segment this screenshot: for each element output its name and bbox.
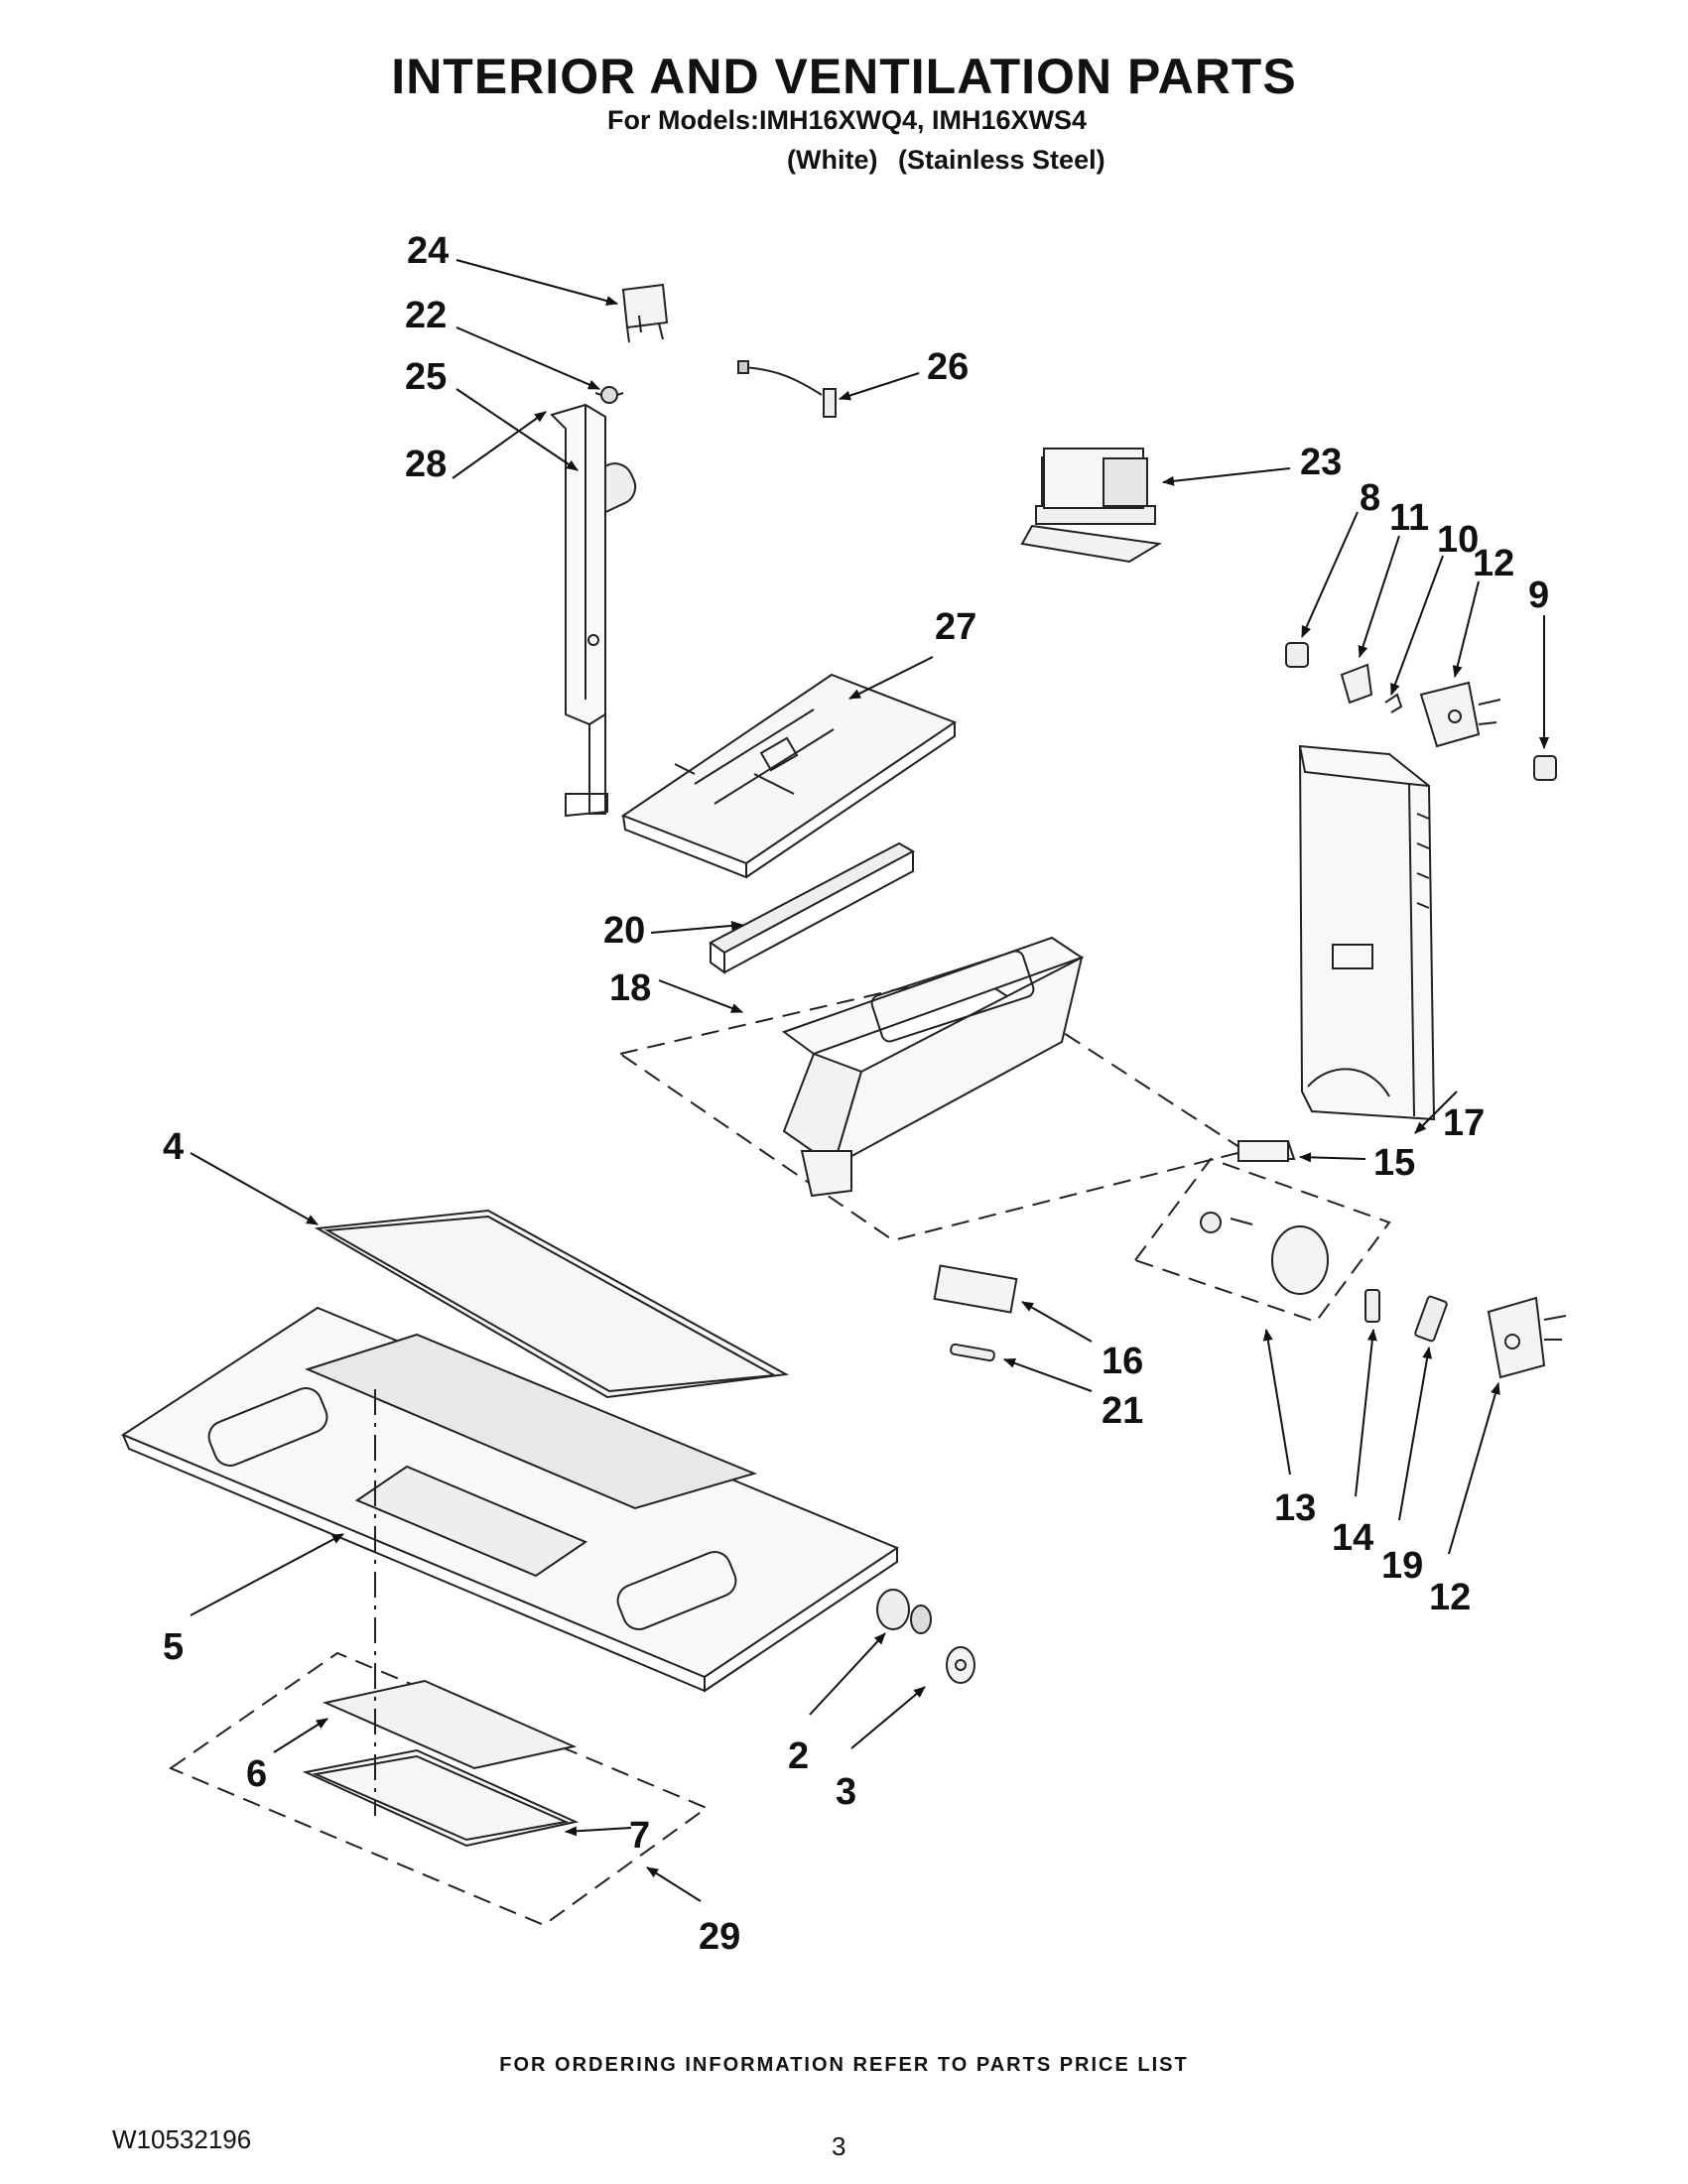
callout-7: 7 [629, 1815, 650, 1857]
callout-23: 23 [1300, 442, 1342, 483]
callout-6: 6 [246, 1753, 267, 1795]
page-number: 3 [832, 2131, 846, 2161]
callout-4: 4 [163, 1126, 184, 1168]
callout-12-lower: 12 [1429, 1577, 1471, 1618]
leader-12b [1448, 1382, 1500, 1555]
callout-14: 14 [1332, 1517, 1373, 1559]
leader-12a [1452, 580, 1480, 678]
leader-13 [1262, 1329, 1291, 1476]
leader-26 [839, 372, 920, 401]
motor-part-3 [946, 1646, 975, 1684]
spring-part-10 [1384, 693, 1403, 713]
callout-25: 25 [405, 356, 447, 398]
callout-11: 11 [1389, 497, 1429, 539]
callout-5: 5 [163, 1626, 184, 1668]
bracket-part-16 [933, 1264, 1018, 1314]
callout-18: 18 [609, 967, 651, 1009]
switch-part-19 [1414, 1295, 1448, 1343]
leader-17 [1414, 1091, 1458, 1134]
callout-3: 3 [836, 1771, 856, 1813]
callout-27: 27 [935, 606, 976, 648]
document-number: W10532196 [112, 2124, 252, 2154]
callout-21: 21 [1102, 1390, 1143, 1432]
leader-11 [1358, 535, 1400, 658]
motor-gear-assembly-part [1133, 1157, 1391, 1324]
transformer-part [1020, 448, 1162, 564]
leader-2 [809, 1632, 886, 1716]
callout-15: 15 [1373, 1142, 1415, 1184]
leader-29 [646, 1866, 702, 1902]
latch-part-12-lower [1487, 1296, 1567, 1379]
sensor-wire-part [737, 360, 837, 418]
pin-part-21 [950, 1343, 995, 1362]
callout-9: 9 [1528, 575, 1549, 616]
callout-8: 8 [1360, 477, 1380, 519]
switch-part-9 [1533, 755, 1557, 781]
leader-22 [455, 326, 600, 390]
seal-strip-part [709, 841, 916, 974]
bracket-part [550, 403, 608, 818]
leader-27 [848, 656, 934, 700]
bottom-plate-part [120, 1306, 900, 1693]
leader-19 [1398, 1347, 1433, 1521]
callout-22: 22 [405, 295, 447, 336]
callout-26: 26 [927, 346, 969, 388]
leader-4 [190, 1152, 319, 1225]
leader-7 [565, 1826, 632, 1837]
leader-5 [190, 1533, 344, 1616]
filter-panel-part [314, 1209, 790, 1399]
leader-23 [1162, 467, 1291, 486]
callout-12-upper: 12 [1473, 543, 1514, 584]
page-title: INTERIOR AND VENTILATION PARTS [391, 49, 1297, 104]
callout-29: 29 [699, 1916, 740, 1958]
callout-16: 16 [1102, 1341, 1143, 1382]
air-guide-assembly-part [617, 936, 1248, 1242]
leader-21 [1003, 1358, 1093, 1392]
wire-cover-part [1236, 1140, 1296, 1162]
leader-16 [1021, 1301, 1093, 1343]
switch-part-14 [1364, 1289, 1380, 1323]
latch-part-12-upper [1419, 681, 1501, 748]
leader-3 [850, 1686, 926, 1749]
leader-10 [1390, 555, 1444, 696]
leader-18 [658, 979, 743, 1013]
variant-white-label: (White) [787, 145, 878, 175]
leader-28 [452, 411, 547, 479]
callout-17: 17 [1443, 1102, 1485, 1144]
leader-14 [1355, 1329, 1377, 1497]
lever-part-11 [1340, 663, 1373, 705]
callout-20: 20 [603, 910, 645, 952]
coupler-part-2 [876, 1589, 932, 1634]
variant-stainless-label: (Stainless Steel) [898, 145, 1105, 175]
leader-24 [455, 259, 618, 306]
leader-8 [1301, 511, 1359, 638]
callout-28: 28 [405, 444, 447, 485]
mounting-plate-part [620, 673, 958, 879]
relay-part [621, 283, 669, 343]
leader-20 [650, 920, 743, 934]
switch-part-8 [1285, 642, 1309, 668]
grille-assembly-part [168, 1389, 710, 1927]
callout-19: 19 [1381, 1545, 1423, 1587]
callout-10: 10 [1437, 519, 1479, 561]
vent-duct-part [1298, 744, 1436, 1121]
callout-2: 2 [788, 1735, 809, 1777]
ordering-info-note: FOR ORDERING INFORMATION REFER TO PARTS … [499, 2054, 1189, 2076]
thermal-fuse-part [594, 386, 624, 404]
models-subtitle: For Models:IMH16XWQ4, IMH16XWS4 [607, 105, 1088, 135]
callout-13: 13 [1274, 1487, 1316, 1529]
leader-15 [1299, 1152, 1366, 1163]
leader-6 [273, 1718, 328, 1753]
callout-24: 24 [407, 230, 449, 272]
leader-25 [455, 388, 579, 471]
